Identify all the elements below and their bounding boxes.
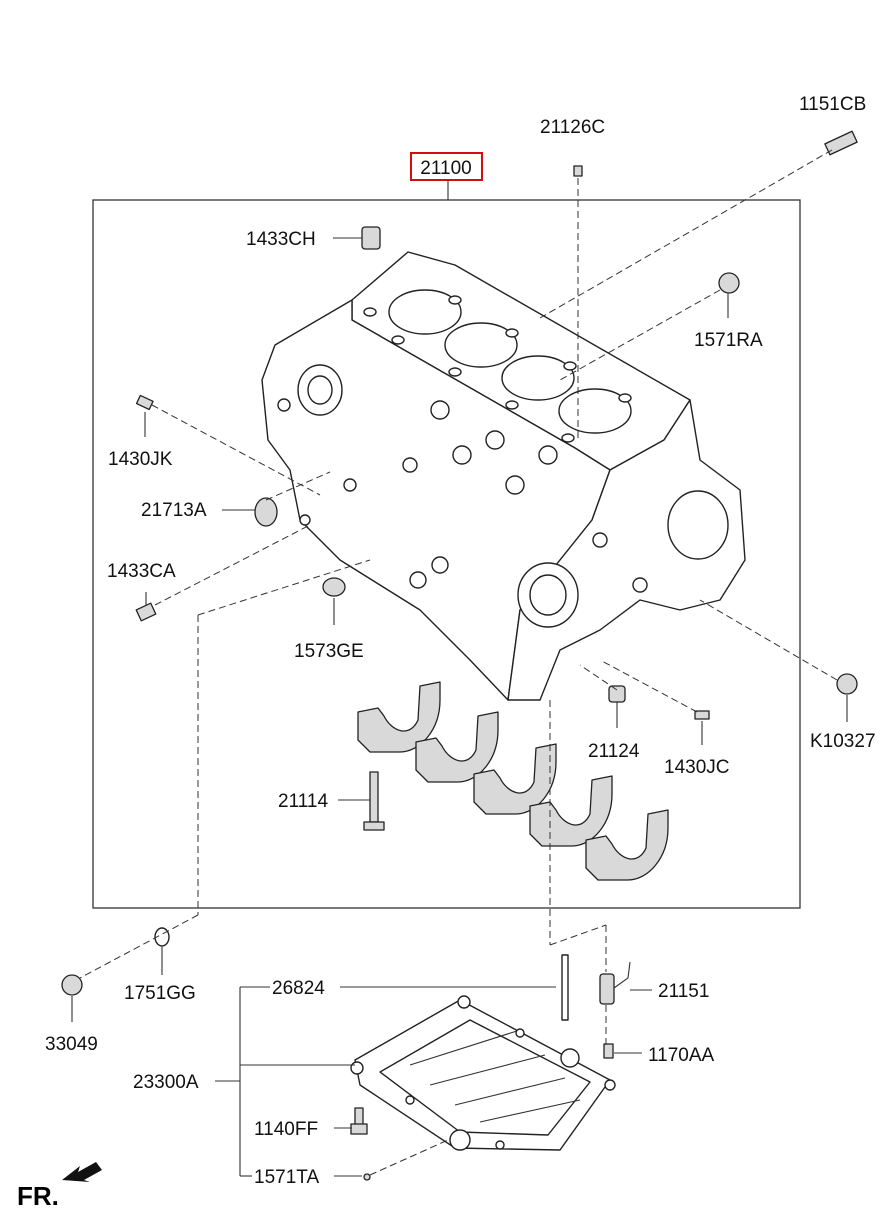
cylinder-block (261, 251, 746, 701)
label-21151[interactable]: 21151 (658, 981, 709, 1002)
seal-1573GE (322, 577, 346, 597)
label-K10327[interactable]: K10327 (810, 731, 876, 752)
main-bearing-caps (357, 681, 669, 881)
tube-26824 (561, 954, 569, 1021)
main-part-number-box[interactable] (410, 152, 483, 181)
label-21114[interactable]: 21114 (278, 791, 328, 812)
label-1433CH[interactable]: 1433CH (246, 229, 316, 250)
label-21126C[interactable]: 21126C (540, 117, 605, 138)
dowel-1433CH (361, 226, 381, 250)
plug-21126C (573, 165, 583, 177)
sensor-21151 (599, 973, 615, 1005)
front-direction-indicator: FR. (17, 1162, 102, 1211)
plug-K10327 (836, 673, 858, 695)
stud-1151CB (824, 130, 858, 156)
assembly-frame (92, 199, 801, 909)
dowel-1433CA (135, 602, 157, 622)
bearing-cap-bolt (363, 771, 385, 831)
plug-1571TA (363, 1173, 371, 1181)
dowel-21124 (608, 685, 626, 703)
main-part-number[interactable]: 21100 (420, 158, 471, 179)
label-1430JC[interactable]: 1430JC (664, 757, 730, 778)
plug-1571RA (718, 272, 740, 294)
label-1433CA[interactable]: 1433CA (107, 561, 176, 582)
pin-1430JK (135, 394, 154, 411)
label-1573GE[interactable]: 1573GE (294, 641, 364, 662)
label-1170AA[interactable]: 1170AA (648, 1045, 715, 1066)
label-21713A[interactable]: 21713A (141, 500, 207, 521)
label-33049[interactable]: 33049 (45, 1034, 98, 1055)
bolt-1170AA (603, 1043, 614, 1059)
label-1751GG[interactable]: 1751GG (124, 983, 196, 1004)
label-1140FF[interactable]: 1140FF (254, 1119, 318, 1140)
ladder-frame (350, 995, 616, 1151)
label-23300A[interactable]: 23300A (133, 1072, 199, 1093)
label-21124[interactable]: 21124 (588, 741, 640, 762)
label-26824[interactable]: 26824 (272, 978, 325, 999)
label-1571TA[interactable]: 1571TA (254, 1167, 319, 1188)
direction-label: FR. (17, 1181, 59, 1211)
label-1430JK[interactable]: 1430JK (108, 449, 173, 470)
direction-arrow-icon (62, 1162, 102, 1182)
seal-21713A (254, 497, 278, 527)
bolt-1140FF (350, 1107, 368, 1135)
label-1151CB[interactable]: 1151CB (799, 94, 866, 115)
pin-1430JC (694, 710, 710, 720)
label-1571RA[interactable]: 1571RA (694, 330, 763, 351)
drain-plug-33049 (61, 974, 83, 996)
